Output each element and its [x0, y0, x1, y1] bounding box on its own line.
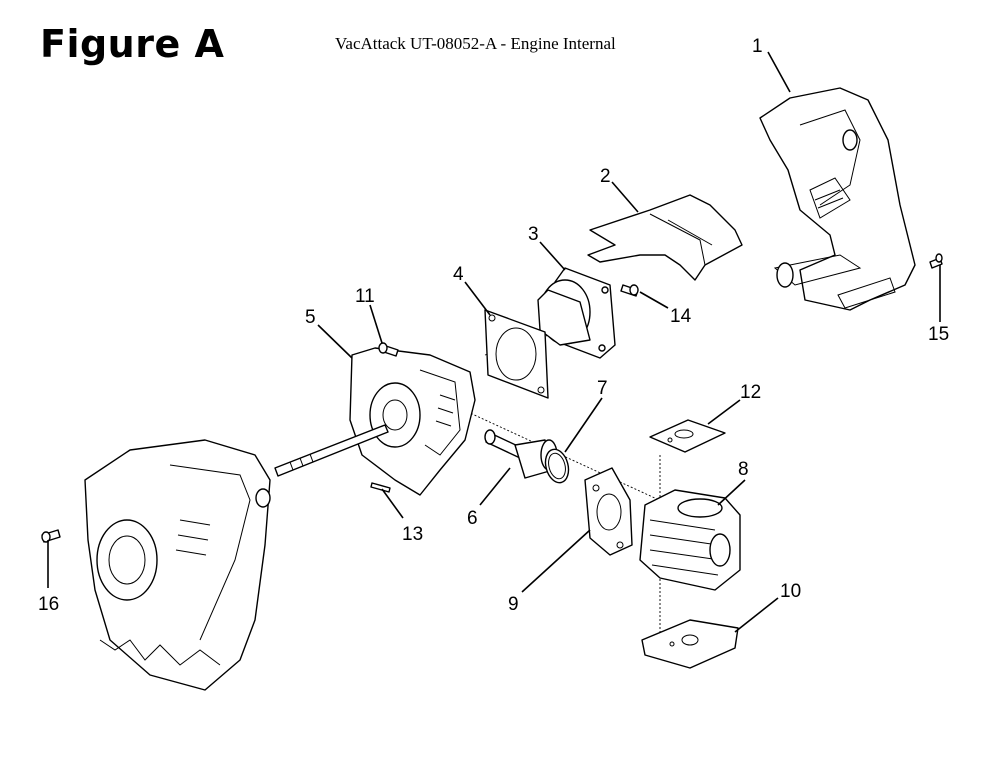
leader-lines: [47, 51, 941, 633]
part-piston: [484, 429, 558, 479]
callout-numbers: 1 2 3 4 5 6 7 8 9 10 11 12 13 14 15 16: [38, 36, 949, 615]
part-crankcase: [349, 347, 476, 496]
callout-11: 11: [355, 286, 375, 307]
callout-2: 2: [600, 166, 611, 187]
leader-12: [707, 399, 741, 425]
callout-4: 4: [453, 264, 464, 285]
part-crankshaft: [274, 424, 389, 477]
part-screw-14: [620, 284, 639, 297]
part-screw-16: [41, 529, 61, 543]
part-screw-15: [929, 253, 943, 269]
leader-1: [767, 51, 791, 93]
part-cylinder-gasket: [584, 467, 633, 556]
leader-11: [369, 304, 383, 344]
diagram-title: VacAttack UT-08052-A - Engine Internal: [335, 34, 616, 53]
part-screw-11: [378, 342, 399, 357]
callout-1: 1: [752, 36, 763, 57]
callout-6: 6: [467, 508, 478, 529]
part-top-gasket-plate: [649, 419, 726, 453]
leader-5: [317, 324, 353, 359]
callout-13: 13: [402, 524, 423, 545]
part-muffler-gasket: [484, 309, 549, 399]
part-lower-housing: [84, 439, 271, 691]
callout-10: 10: [780, 581, 801, 602]
callout-5: 5: [305, 307, 316, 328]
figure-label: Figure A: [40, 22, 225, 66]
callout-14: 14: [670, 306, 692, 327]
callout-7: 7: [597, 378, 608, 399]
leader-4: [464, 281, 491, 316]
leader-8: [717, 479, 746, 506]
leader-10: [734, 597, 779, 633]
callout-15: 15: [928, 324, 949, 345]
callout-9: 9: [508, 594, 519, 615]
part-base-gasket-plate: [641, 619, 739, 669]
leader-3: [539, 241, 566, 271]
leader-9: [521, 529, 591, 593]
part-piston-ring: [544, 448, 570, 484]
callout-12: 12: [740, 382, 761, 403]
part-engine-cover: [759, 87, 916, 311]
callout-8: 8: [738, 459, 749, 480]
callout-16: 16: [38, 594, 59, 615]
part-muffler: [537, 267, 616, 359]
leader-2: [611, 181, 639, 213]
leader-6: [479, 467, 511, 506]
part-cylinder: [639, 489, 741, 591]
part-pin-13: [370, 482, 391, 493]
leader-14: [639, 291, 669, 309]
part-heat-shield: [587, 194, 743, 281]
leader-7: [564, 397, 603, 453]
leader-13: [381, 488, 404, 519]
callout-3: 3: [528, 224, 539, 245]
